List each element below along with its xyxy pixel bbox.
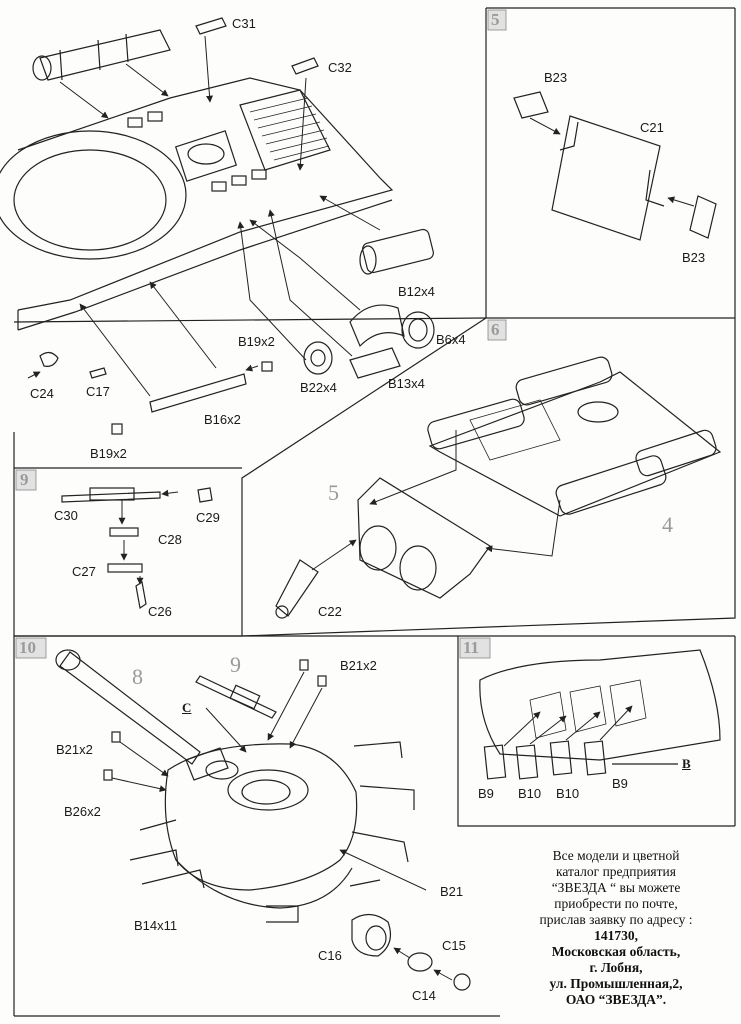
part-label-c26: C26 bbox=[148, 604, 172, 619]
machine-gun-drawing bbox=[61, 487, 213, 610]
part-label-b16x2: B16x2 bbox=[204, 412, 241, 427]
ghost-mark-4: 4 bbox=[662, 512, 673, 537]
part-label-c30: C30 bbox=[54, 508, 78, 523]
note-line-5: прислав заявку по адресу : bbox=[539, 912, 693, 927]
rear-plate-drawing bbox=[513, 91, 717, 241]
part-label-b10-a: B10 bbox=[518, 786, 542, 801]
part-label-b23-bottom: B23 bbox=[682, 250, 706, 265]
part-label-b6x4: B6x4 bbox=[436, 332, 466, 347]
note-city: г. Лобня, bbox=[589, 960, 643, 975]
note-line-3: “ЗВЕЗДА “ вы можете bbox=[551, 880, 681, 895]
part-label-b12x4: B12x4 bbox=[398, 284, 435, 299]
catalog-order-note: Все модели и цветной каталог предприятия… bbox=[500, 848, 732, 1008]
part-label-b9-left: B9 bbox=[478, 786, 494, 801]
ghost-mark-5: 5 bbox=[328, 480, 339, 505]
part-label-c32: C32 bbox=[328, 60, 352, 75]
step-number-5: 5 bbox=[491, 10, 500, 29]
part-label-b26x2: B26x2 bbox=[64, 804, 101, 819]
part-label-b22x4: B22x4 bbox=[300, 380, 337, 395]
step-number-9: 9 bbox=[20, 470, 29, 489]
step-number-11: 11 bbox=[463, 638, 480, 657]
part-label-c16: C16 bbox=[318, 948, 342, 963]
marker-c: C bbox=[182, 700, 192, 715]
note-postal-code: 141730, bbox=[594, 928, 638, 943]
part-label-c27: C27 bbox=[72, 564, 96, 579]
note-line-1: Все модели и цветной bbox=[552, 848, 680, 863]
part-label-b10-b: B10 bbox=[556, 786, 580, 801]
note-line-4: приобрести по почте, bbox=[554, 896, 678, 911]
part-label-c24: C24 bbox=[30, 386, 54, 401]
part-label-c28: C28 bbox=[158, 532, 182, 547]
part-label-b21x2-right: B21x2 bbox=[340, 658, 377, 673]
step-number-boxes bbox=[15, 9, 507, 659]
hull-deck-arrows bbox=[27, 35, 381, 397]
part-label-c22: C22 bbox=[318, 604, 342, 619]
note-company: ОАО “ЗВЕЗДА”. bbox=[565, 992, 667, 1007]
note-line-2: каталог предприятия bbox=[556, 864, 676, 879]
ghost-mark-9: 9 bbox=[230, 652, 241, 677]
marker-b: B bbox=[682, 756, 691, 771]
part-label-b21x2-left: B21x2 bbox=[56, 742, 93, 757]
part-label-b19x2-bottom: B19x2 bbox=[90, 446, 127, 461]
part-label-b21: B21 bbox=[440, 884, 464, 899]
part-label-c21: C21 bbox=[640, 120, 664, 135]
part-label-b9-right: B9 bbox=[612, 776, 628, 791]
part-label-c17: C17 bbox=[86, 384, 110, 399]
note-street: ул. Промышленная,2, bbox=[549, 976, 683, 991]
part-label-c14: C14 bbox=[412, 988, 436, 1003]
step-number-10: 10 bbox=[19, 638, 36, 657]
fender-drawing bbox=[479, 649, 721, 780]
ghost-mark-8: 8 bbox=[132, 664, 143, 689]
part-label-b14x11: B14x11 bbox=[134, 918, 178, 933]
part-label-c31: C31 bbox=[232, 16, 256, 31]
turret-drawing bbox=[55, 649, 471, 991]
part-label-c15: C15 bbox=[442, 938, 466, 953]
part-label-c29: C29 bbox=[196, 510, 220, 525]
part-label-b19x2-top: B19x2 bbox=[238, 334, 275, 349]
part-label-b23-top: B23 bbox=[544, 70, 568, 85]
note-region: Московская область, bbox=[551, 944, 681, 959]
panel-frames bbox=[13, 7, 736, 1017]
part-label-b13x4: B13x4 bbox=[388, 376, 425, 391]
assembled-hull-drawing bbox=[275, 356, 722, 619]
hull-deck-drawing bbox=[0, 17, 435, 435]
step-number-6: 6 bbox=[491, 320, 500, 339]
